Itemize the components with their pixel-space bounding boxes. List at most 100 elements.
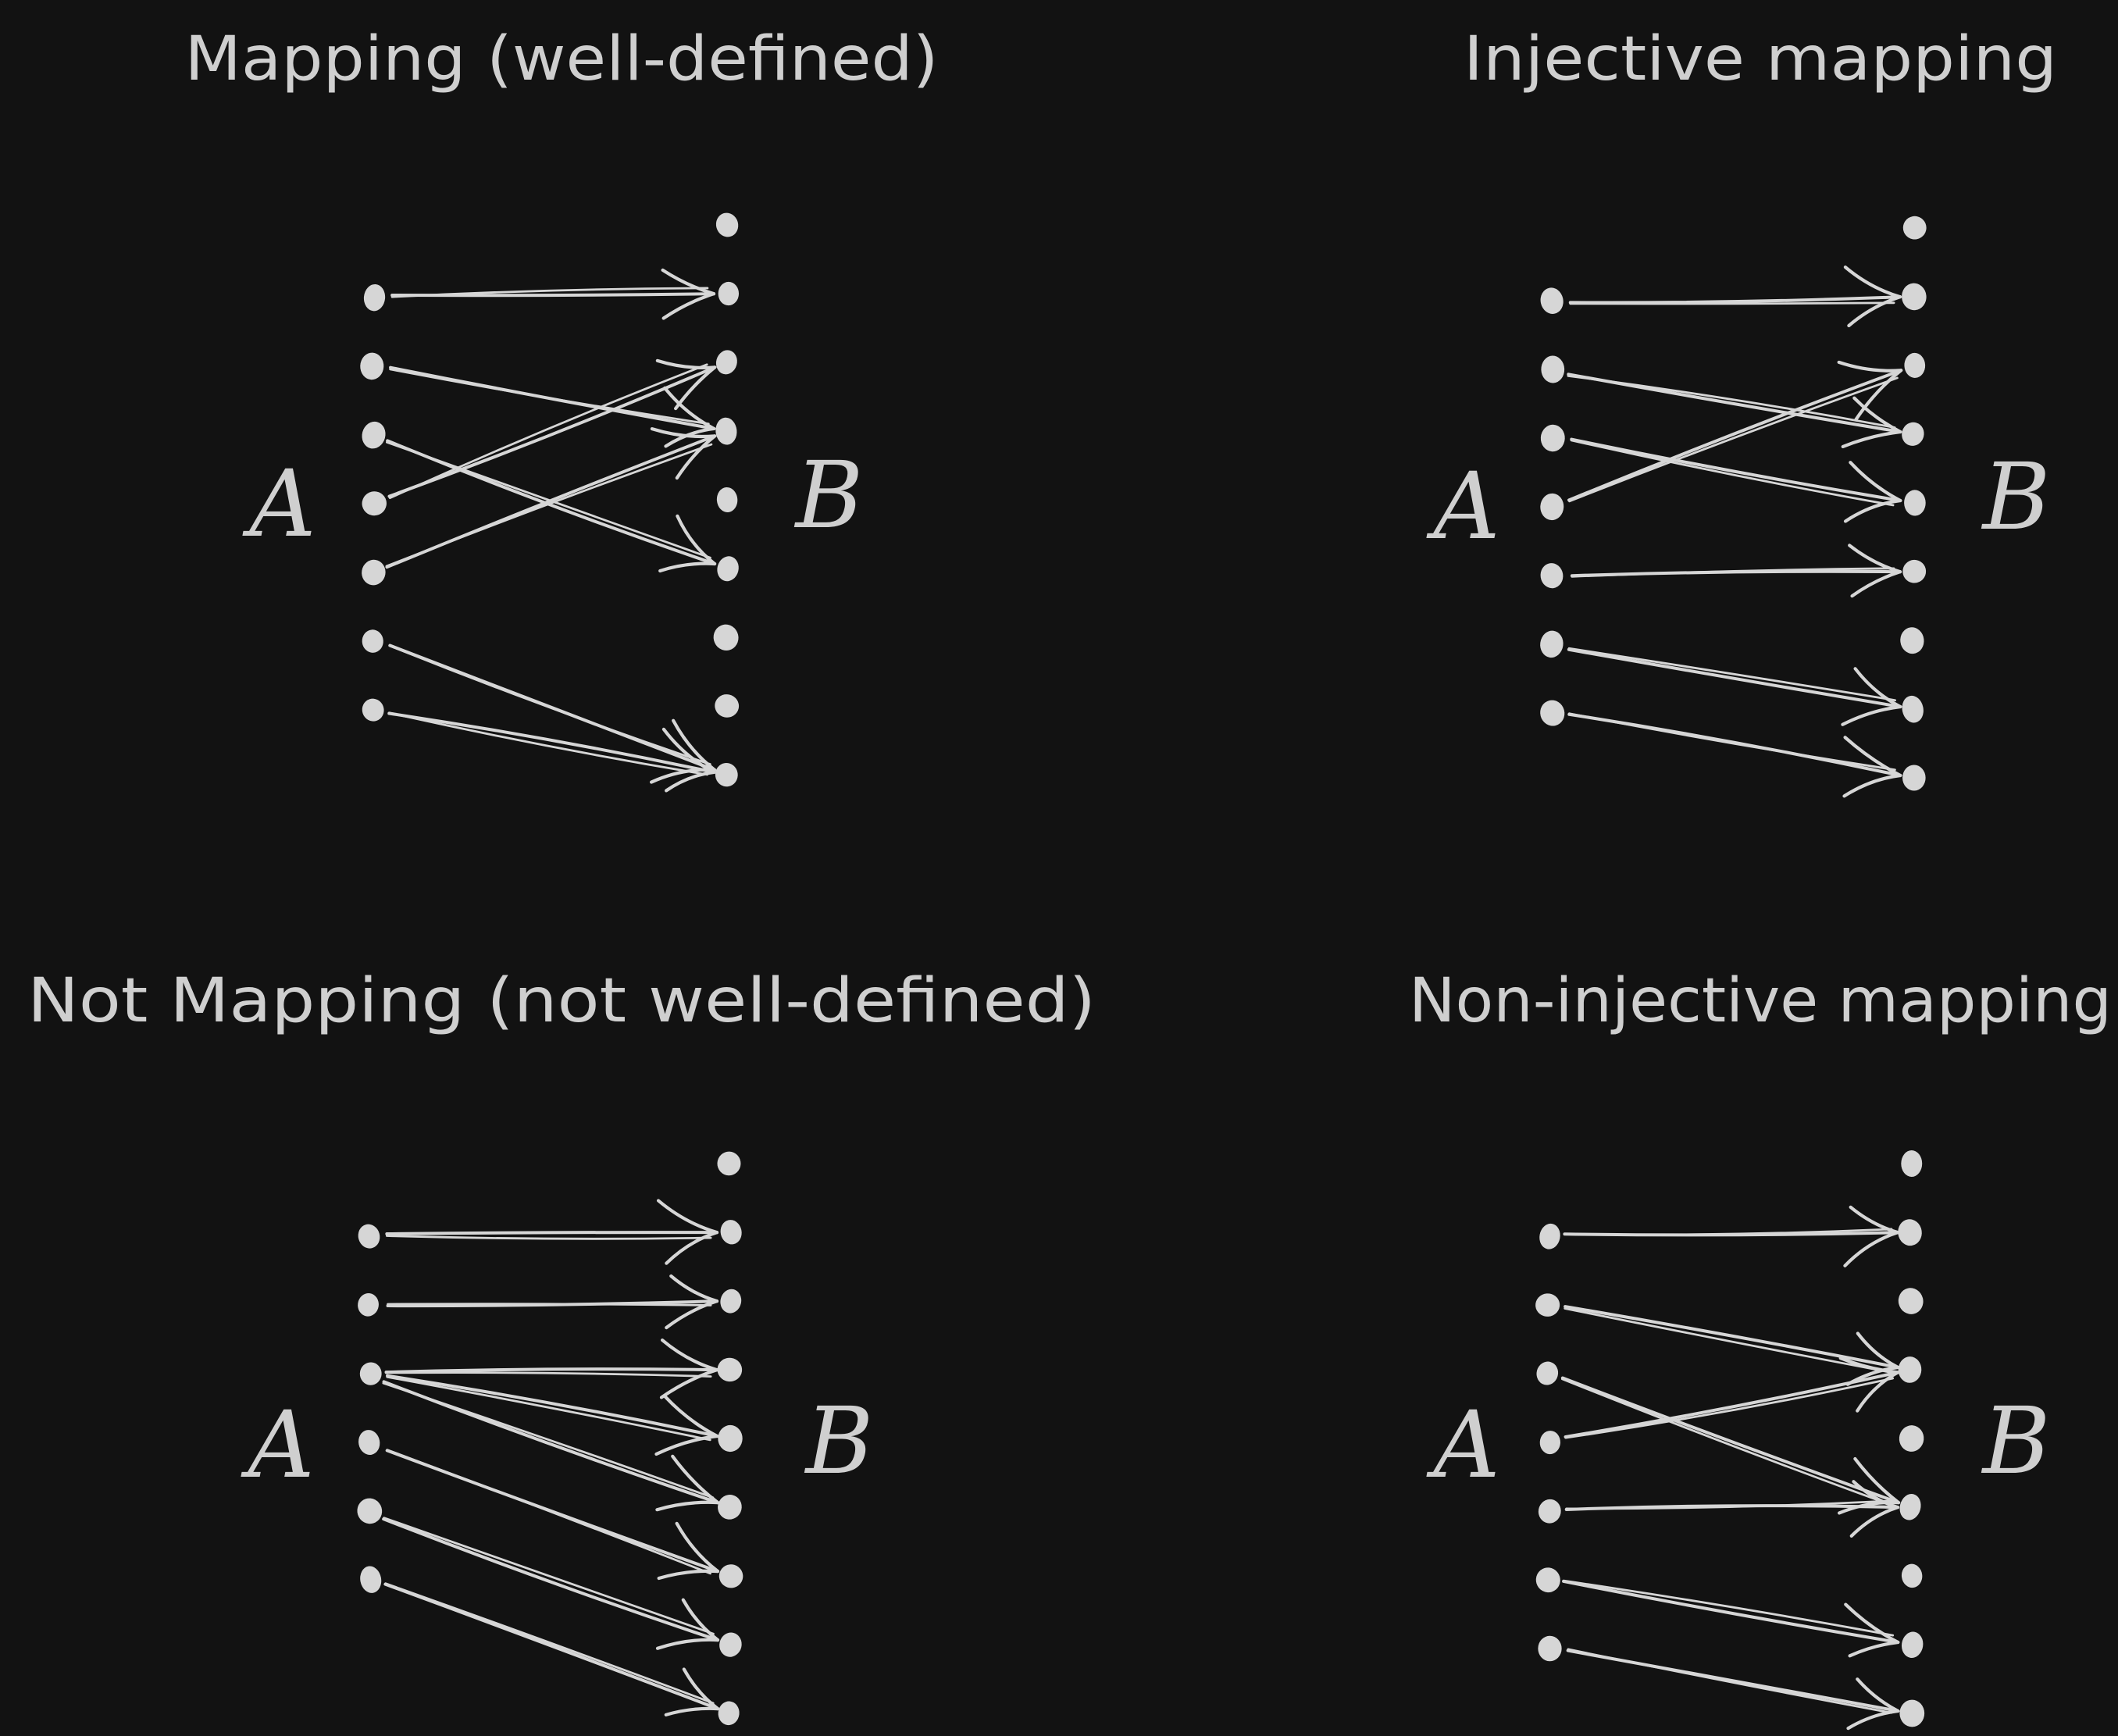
arrow-line-echo: [384, 1582, 715, 1705]
mapping-arrow: [1563, 1205, 1900, 1267]
mapping-arrow: [1566, 1648, 1900, 1731]
set-a-dot: [1540, 700, 1565, 726]
arrow-line-echo: [388, 644, 711, 766]
set-b-label: B: [804, 1387, 874, 1495]
set-b-dot: [1902, 559, 1927, 583]
mapping-arrow: [1560, 1376, 1901, 1515]
arrowhead-barb: [676, 514, 717, 566]
set-a-dot: [358, 1430, 380, 1456]
arrow-line-echo: [1562, 1579, 1895, 1637]
arrow-line-echo: [1564, 1228, 1893, 1236]
mapping-arrow: [390, 268, 716, 320]
arrow-line-echo: [1568, 376, 1899, 503]
set-b-label: B: [1981, 443, 2051, 551]
arrow-line-echo: [1570, 439, 1895, 507]
set-a-dot: [1536, 1361, 1559, 1385]
mapping-arrow: [383, 1582, 720, 1716]
set-b-dot: [715, 212, 739, 237]
set-a-dot: [1540, 424, 1565, 452]
arrow-line: [385, 1231, 719, 1236]
set-a-dot: [358, 1224, 380, 1249]
arrow-line: [386, 1374, 719, 1438]
arrow-line-echo: [1565, 1499, 1893, 1510]
arrowhead-barb: [657, 1569, 720, 1581]
set-a-label: A: [241, 1391, 314, 1499]
set-b-dot: [720, 1289, 742, 1314]
panel-title: Non-injective mapping: [1409, 966, 2112, 1036]
set-b-dot: [1902, 283, 1927, 311]
set-a-dot: [1539, 1431, 1560, 1455]
arrow-line-echo: [387, 711, 709, 776]
set-b-dot: [713, 624, 739, 651]
arrowhead-barb: [655, 1500, 720, 1512]
set-b-dot: [1898, 1356, 1922, 1383]
set-b-dot: [717, 1151, 741, 1176]
arrow-line-echo: [387, 1303, 712, 1306]
arrowhead-barb: [1856, 1677, 1900, 1713]
panel-title: Mapping (well-defined): [185, 24, 939, 94]
arrow-line: [1567, 647, 1902, 708]
set-a-dot: [362, 491, 387, 516]
mapping-arrow: [385, 1449, 720, 1581]
set-b-dot: [718, 281, 740, 306]
arrow-line: [1567, 369, 1903, 502]
arrowhead-barb: [1838, 1356, 1900, 1374]
set-b-dot: [1899, 1699, 1925, 1727]
set-a-dot: [1540, 287, 1564, 314]
arrowhead-barb: [1852, 1480, 1900, 1510]
set-b-dot: [1902, 765, 1926, 791]
set-b-dot: [1898, 1219, 1922, 1246]
set-a-dot: [1538, 1499, 1561, 1524]
mapping-arrow: [1568, 265, 1902, 328]
set-a-dot: [362, 629, 383, 653]
arrow-line: [1564, 1305, 1900, 1370]
arrow-line-echo: [389, 368, 710, 426]
mapping-arrow: [1567, 712, 1902, 798]
set-b-dot: [1902, 422, 1924, 446]
arrowhead-barb: [655, 1638, 720, 1650]
set-a-dot: [362, 559, 386, 586]
mapping-arrow: [1567, 647, 1902, 726]
arrow-line: [383, 1582, 720, 1711]
arrowhead-barb: [1847, 295, 1902, 328]
set-b-dot: [1904, 352, 1926, 378]
set-a-label: A: [1426, 452, 1499, 560]
arrow-line-echo: [1567, 647, 1897, 702]
arrow-line-echo: [1567, 374, 1896, 429]
arrowhead-barb: [1841, 704, 1902, 726]
arrowhead-barb: [661, 268, 716, 296]
arrowhead-barb: [1856, 1331, 1900, 1370]
mapping-arrow: [386, 1274, 719, 1330]
arrowhead-barb: [665, 770, 716, 793]
arrowhead-barb: [661, 727, 716, 775]
arrow-line-echo: [382, 1381, 715, 1499]
arrowhead-barb: [659, 1368, 719, 1399]
mapping-arrow: [387, 711, 716, 793]
arrowhead-barb: [1846, 1709, 1900, 1731]
set-a-dot: [1541, 355, 1565, 383]
set-b-dot: [1899, 1425, 1924, 1452]
set-a-dot: [1540, 493, 1564, 521]
arrowhead-barb: [664, 1706, 720, 1716]
arrow-line: [1564, 1371, 1900, 1438]
set-b-dot: [1898, 1288, 1924, 1314]
arrowhead-barb: [660, 1338, 719, 1372]
arrowhead-barb: [1852, 396, 1902, 434]
set-b-label: B: [1981, 1387, 2051, 1495]
arrowhead-barb: [1837, 360, 1903, 373]
arrowhead-barb: [654, 1434, 719, 1456]
set-b-dot: [719, 1632, 742, 1657]
set-b-dot: [1901, 1563, 1923, 1588]
arrow-line-echo: [1568, 712, 1896, 772]
arrow-line-echo: [388, 363, 708, 500]
arrowhead-barb: [1843, 265, 1902, 299]
arrow-line-echo: [1564, 1377, 1895, 1439]
arrowhead-barb: [1843, 736, 1902, 778]
arrowhead-barb: [1849, 1205, 1900, 1235]
mapping-arrow: [386, 1374, 719, 1456]
arrow-line: [382, 1517, 720, 1642]
